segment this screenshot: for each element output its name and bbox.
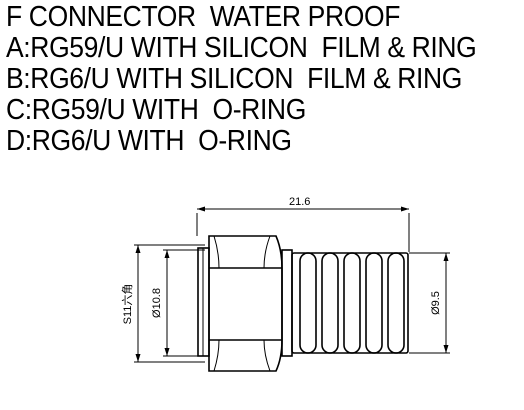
sleeve-diameter-dimension — [409, 252, 450, 354]
sleeve-rib — [299, 252, 317, 354]
length-arrow-left — [197, 206, 205, 212]
hex-chamfer-left — [213, 235, 220, 372]
crimp-sleeve — [291, 252, 409, 354]
length-dimension — [196, 208, 410, 252]
product-title: F CONNECTOR WATER PROOF — [6, 1, 401, 33]
sleeve-rib — [387, 252, 405, 354]
spec-heading: F CONNECTOR WATER PROOF A:RG59/U WITH SI… — [6, 2, 512, 157]
hex-arrow-bottom — [135, 354, 141, 362]
sleeve-arrow-bottom — [443, 345, 449, 353]
hex-label: S11六角 — [121, 284, 134, 325]
hex-nut — [208, 235, 283, 372]
length-arrow-right — [401, 206, 409, 212]
variant-c: C:RG59/U WITH O-RING — [6, 94, 306, 126]
connector-neck — [281, 249, 293, 357]
variant-a: A:RG59/U WITH SILICON FILM & RING — [6, 32, 477, 64]
nut-diameter-label: Ø10.8 — [151, 288, 163, 318]
sleeve-rib — [321, 252, 339, 354]
variant-b: B:RG6/U WITH SILICON FILM & RING — [6, 63, 463, 95]
sleeve-rib — [365, 252, 383, 354]
sleeve-arrow-top — [443, 253, 449, 261]
hex-dimension — [134, 244, 205, 363]
connector-body — [197, 235, 409, 372]
sleeve-rib — [343, 252, 361, 354]
sleeve-diameter-label: Ø9.5 — [430, 291, 442, 315]
variant-d: D:RG6/U WITH O-RING — [6, 125, 292, 157]
hex-chamfer-right — [263, 235, 271, 372]
nut-arrow-bottom — [164, 348, 170, 356]
hex-arrow-top — [135, 245, 141, 253]
nut-arrow-top — [164, 250, 170, 258]
length-label: 21.6 — [289, 196, 310, 208]
